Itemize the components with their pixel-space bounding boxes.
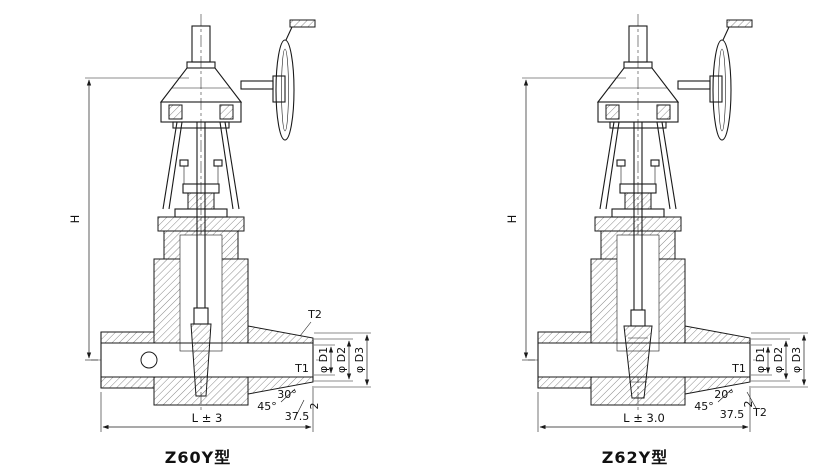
gear-actuator <box>159 25 242 129</box>
dim-label-seat-angle: 20° <box>714 388 734 401</box>
valve-drawing-z62y: H L ± 3.0 φ D1 φ D2 φ D3 <box>505 14 808 432</box>
dimensions: H L ± 3 φ D1 φ D2 φ D3 T2 <box>68 77 371 432</box>
handwheel-hub <box>271 75 286 103</box>
dim-label-d3: φ D3 <box>353 347 366 373</box>
gland-bolt-right <box>212 159 223 167</box>
dim-label-height: H <box>68 215 82 224</box>
handwheel-shaft <box>239 80 274 90</box>
dim-label-chamfer-angle: 45° <box>694 400 714 413</box>
handwheel <box>239 19 315 141</box>
dim-label-length: L ± 3.0 <box>623 411 665 425</box>
gate-wedge <box>622 309 653 399</box>
valve-figure-z60y: H L ± 3 φ D1 φ D2 φ D3 T2 <box>1 8 396 468</box>
dim-label-d1: φ D1 <box>317 347 330 373</box>
dimensions: H L ± 3.0 φ D1 φ D2 φ D3 <box>505 77 808 432</box>
gland-bolt-left <box>178 159 189 167</box>
dim-label-t2: T2 <box>307 308 322 321</box>
dim-label-length: L ± 3 <box>191 411 222 425</box>
dim-label-height: H <box>505 215 519 224</box>
body-port-circle <box>140 351 157 369</box>
handwheel <box>676 19 752 141</box>
dim-label-land: 2 <box>308 403 321 410</box>
gear-actuator <box>596 25 679 129</box>
valve-title-z62y: Z62Y型 <box>601 448 669 467</box>
gland-bolt-left <box>615 159 626 167</box>
handwheel-rim <box>274 39 295 141</box>
gate-wedge <box>189 307 212 397</box>
dim-label-d3: φ D3 <box>790 347 803 373</box>
dim-label-chamfer-depth: 37.5 <box>284 410 309 423</box>
gland-bolt-right <box>649 159 660 167</box>
valve-title-z60y: Z60Y型 <box>164 448 232 467</box>
valve-figure-z62y: H L ± 3.0 φ D1 φ D2 φ D3 <box>438 8 833 468</box>
dim-label-t1: T1 <box>731 362 746 375</box>
crank-handle <box>285 19 315 41</box>
dim-label-chamfer-depth: 37.5 <box>719 408 744 421</box>
handwheel-shaft <box>676 80 711 90</box>
handwheel-hub <box>708 75 723 103</box>
dim-label-land: 2 <box>742 401 755 408</box>
dim-label-t2: T2 <box>752 406 767 419</box>
dim-label-d1: φ D1 <box>754 347 767 373</box>
handwheel-rim <box>711 39 732 141</box>
crank-handle <box>722 19 752 41</box>
dim-label-t1: T1 <box>294 362 309 375</box>
yoke-and-stem <box>598 121 677 310</box>
valve-drawing-z60y: H L ± 3 φ D1 φ D2 φ D3 T2 <box>68 14 371 432</box>
dim-label-d2: φ D2 <box>772 347 785 373</box>
dim-label-d2: φ D2 <box>335 347 348 373</box>
dim-label-chamfer-angle: 45° <box>257 400 277 413</box>
dim-label-seat-angle: 30° <box>277 388 297 401</box>
yoke-and-stem <box>161 121 240 308</box>
